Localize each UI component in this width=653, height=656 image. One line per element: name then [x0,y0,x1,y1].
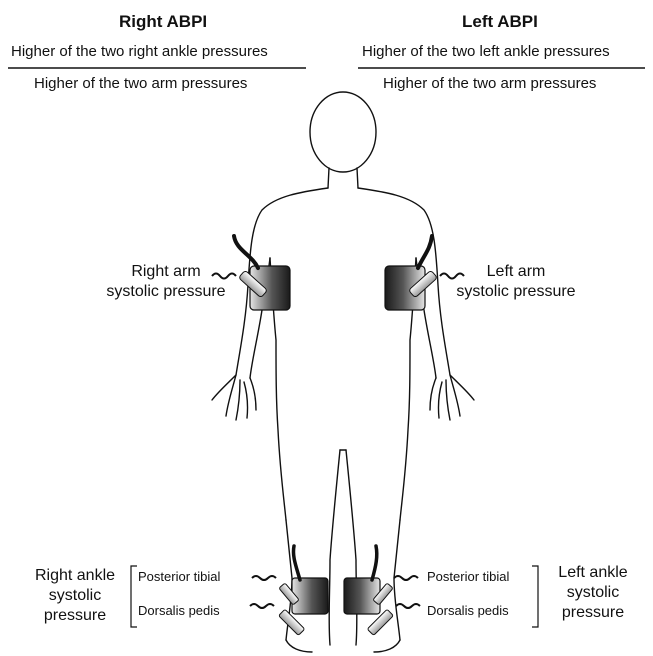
left-arm-cuff-tube [418,236,432,268]
right-ankle-bracket [131,566,137,627]
left-ankle-cuff-tube [372,546,377,580]
left-ankle-cuff [344,578,380,614]
left-ankle-bracket [532,566,538,627]
right-arm-cuff-tube [234,236,258,268]
right-ankle-cuff-tube [293,546,300,580]
body-outline [212,92,474,652]
right-ankle-cuff [292,578,328,614]
